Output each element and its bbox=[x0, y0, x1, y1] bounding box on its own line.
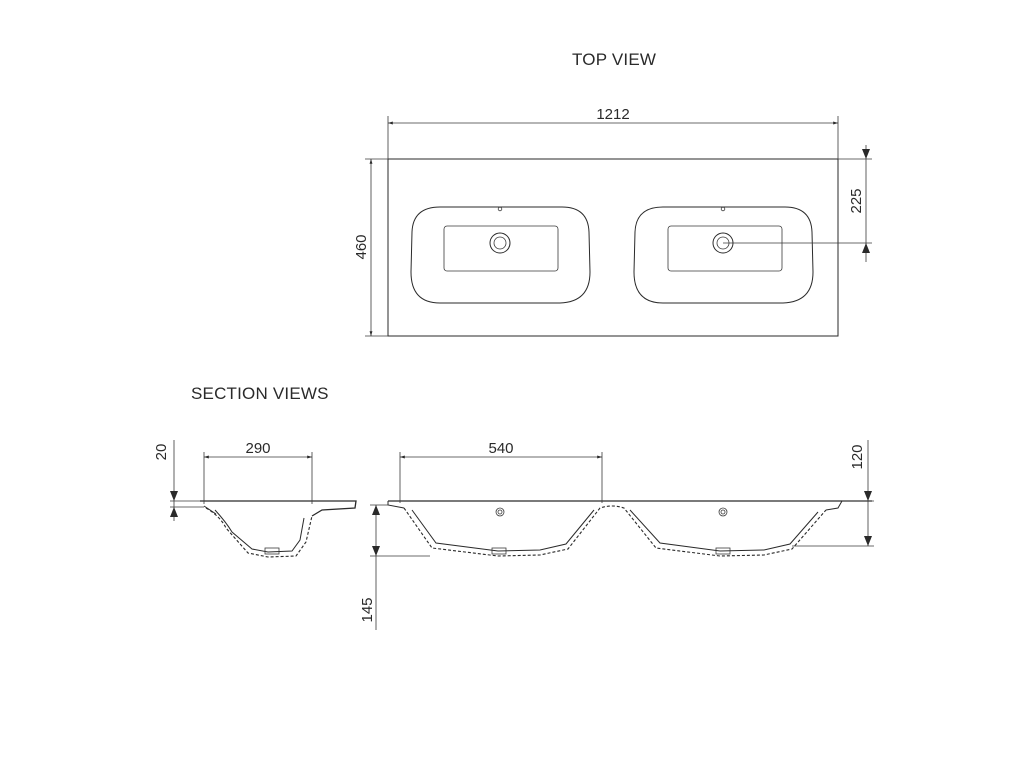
dim-540: 540 bbox=[488, 440, 513, 457]
right-overflow bbox=[720, 206, 726, 212]
dim-225: 225 bbox=[848, 188, 865, 213]
right-basin bbox=[633, 206, 814, 304]
top-view: 1212 460 225 bbox=[353, 106, 872, 337]
dim-20: 20 bbox=[153, 444, 170, 461]
left-waste-outlet bbox=[489, 232, 511, 254]
dim-1212: 1212 bbox=[596, 106, 629, 123]
dim-290: 290 bbox=[245, 440, 270, 457]
dimension-overall-depth: 460 bbox=[353, 158, 388, 337]
dim-120: 120 bbox=[849, 444, 866, 469]
dimension-top-to-bowl-base: 120 bbox=[792, 440, 874, 547]
dimension-bowl-depth-side: 290 bbox=[203, 440, 313, 504]
dim-460: 460 bbox=[353, 234, 370, 259]
dimension-waste-offset: 225 bbox=[723, 145, 872, 262]
front-section-view: 540 120 145 bbox=[359, 440, 874, 630]
dimension-front-thickness: 20 bbox=[153, 440, 204, 521]
left-overflow-hole bbox=[495, 507, 505, 517]
left-overflow bbox=[497, 206, 503, 212]
right-overflow-hole bbox=[718, 507, 728, 517]
side-section-view: 290 20 bbox=[153, 440, 357, 558]
vanity-top-outline bbox=[387, 158, 839, 337]
dim-145: 145 bbox=[359, 597, 376, 622]
section-views-title: SECTION VIEWS bbox=[191, 384, 329, 403]
dimension-overall-height: 145 bbox=[359, 504, 430, 630]
top-view-title: TOP VIEW bbox=[572, 50, 657, 69]
left-basin bbox=[410, 206, 591, 304]
dimension-overall-width: 1212 bbox=[387, 106, 839, 159]
dimension-bowl-width: 540 bbox=[399, 440, 603, 503]
